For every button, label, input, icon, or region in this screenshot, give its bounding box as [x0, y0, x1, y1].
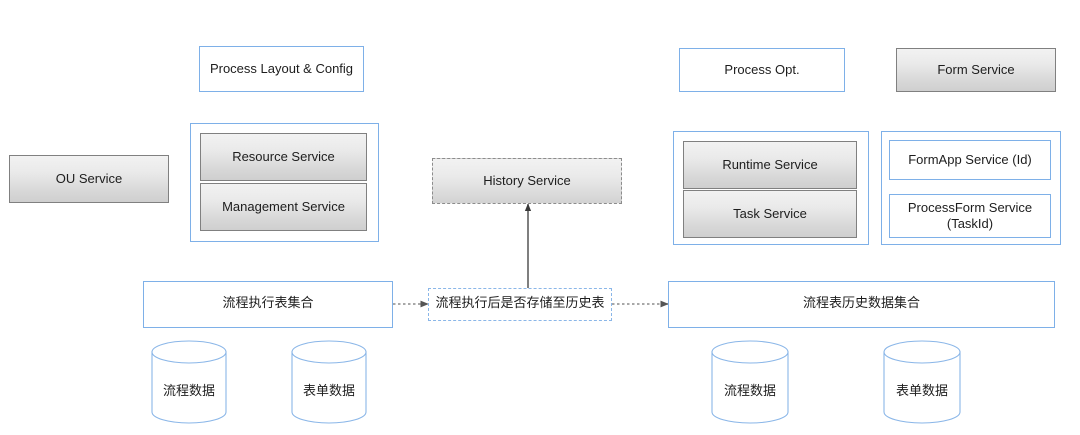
node-label: History Service [483, 172, 571, 188]
node-label: 流程表历史数据集合 [802, 296, 920, 312]
node-label: 流程执行后是否存储至历史表 [435, 296, 605, 312]
node-label: Task Service [733, 205, 807, 221]
node-label: Process Opt. [724, 61, 800, 77]
node-label: Process Layout & Config [209, 60, 354, 76]
node-label: OU Service [55, 170, 123, 186]
node-decision-note[interactable]: 流程执行后是否存储至历史表 [428, 288, 612, 321]
node-processform-service[interactable]: ProcessForm Service (TaskId) [889, 194, 1051, 238]
node-label: Runtime Service [722, 156, 818, 172]
cylinder-label-right-process-data: 流程数据 [723, 384, 776, 399]
node-label: FormApp Service (Id) [908, 151, 1032, 167]
node-label: 流程执行表集合 [222, 296, 314, 312]
node-history-service[interactable]: History Service [432, 158, 622, 204]
node-process-opt[interactable]: Process Opt. [679, 48, 845, 92]
node-process-layout-config[interactable]: Process Layout & Config [199, 46, 364, 92]
node-ou-service[interactable]: OU Service [9, 155, 169, 203]
cylinder-label-right-form-data: 表单数据 [895, 384, 948, 399]
node-history-table-set[interactable]: 流程表历史数据集合 [668, 281, 1055, 328]
node-runtime-service[interactable]: Runtime Service [683, 141, 857, 189]
node-label: ProcessForm Service (TaskId) [907, 199, 1033, 231]
node-management-service[interactable]: Management Service [200, 183, 367, 231]
node-formapp-service[interactable]: FormApp Service (Id) [889, 140, 1051, 180]
node-label: Management Service [222, 198, 345, 214]
node-form-service[interactable]: Form Service [896, 48, 1056, 92]
cylinder-label-left-process-data: 流程数据 [162, 384, 215, 399]
node-resource-service[interactable]: Resource Service [200, 133, 367, 181]
node-exec-table-set[interactable]: 流程执行表集合 [143, 281, 393, 328]
node-task-service[interactable]: Task Service [683, 190, 857, 238]
node-label: Resource Service [232, 148, 335, 164]
cylinder-label-left-form-data: 表单数据 [302, 384, 355, 399]
node-label: Form Service [937, 61, 1015, 77]
